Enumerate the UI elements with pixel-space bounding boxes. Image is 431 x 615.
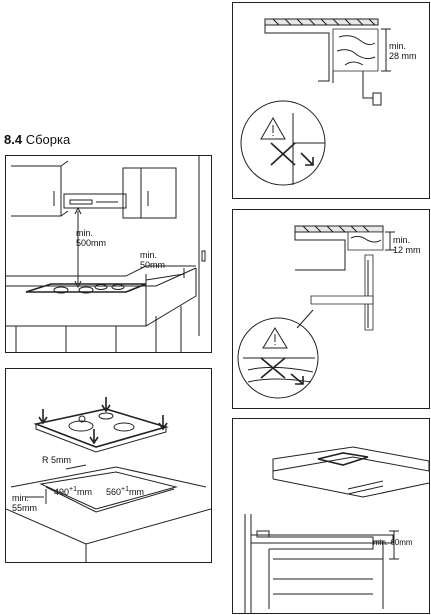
- radius-label: R 5mm: [42, 455, 71, 465]
- depth-label: 490+1mm: [54, 486, 93, 497]
- min-clearance-label: min. 60mm: [373, 538, 413, 547]
- min-height-label: min. 500mm: [76, 228, 107, 248]
- cutout-drawing: [6, 397, 211, 562]
- worktop-thickness-diagram-2: min. 12 mm: [232, 209, 430, 409]
- kitchen-clearance-diagram: min. 500mm min. 50mm: [5, 155, 212, 353]
- cutout-dimensions-diagram: R 5mm 490+1mm 560+1mm min. 55mm: [5, 368, 212, 563]
- section-number: 8.4: [4, 132, 23, 147]
- oven-clearance-diagram: min. 60mm: [232, 418, 430, 614]
- worktop-section-drawing-1: [240, 18, 391, 186]
- section-heading: 8.4 Сборка: [4, 132, 70, 147]
- oven-clearance-drawing: [244, 446, 429, 613]
- min-side-label: min. 50mm: [140, 250, 166, 270]
- min-thickness-label-2: min. 12 mm: [393, 235, 421, 255]
- kitchen-drawing: [6, 156, 206, 352]
- section-title: Сборка: [25, 132, 71, 147]
- width-label: 560+1mm: [106, 486, 145, 497]
- min-wall-label: min. 55mm: [12, 493, 38, 513]
- worktop-section-drawing-2: [237, 225, 395, 399]
- min-thickness-label-1: min. 28 mm: [389, 41, 417, 61]
- worktop-thickness-diagram-1: min. 28 mm: [232, 2, 430, 199]
